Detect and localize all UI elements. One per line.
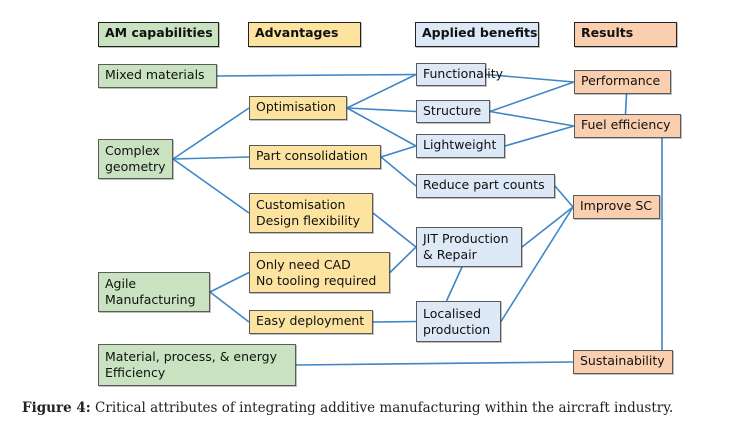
connector-complex-geometry-to-customisation xyxy=(172,158,250,214)
header-am-capabilities: AM capabilities xyxy=(98,22,219,47)
connector-customisation-to-jit xyxy=(372,212,417,248)
connector-performance-to-fuel-efficiency xyxy=(624,93,628,115)
node-complex-geometry-line2: geometry xyxy=(105,159,166,174)
node-only-cad-line1: Only need CAD xyxy=(256,256,351,272)
node-material-efficiency-line1: Material, process, & energy xyxy=(105,349,277,364)
connector-optimisation-to-structure xyxy=(346,107,417,113)
node-only-need-cad: Only need CAD No tooling required xyxy=(249,252,390,293)
node-complex-geometry-line1: Complex xyxy=(105,143,160,158)
connector-easy-deployment-to-localised xyxy=(372,320,417,323)
connector-part-consolidation-to-reduce-part-counts xyxy=(380,156,417,187)
connector-material-efficiency-to-sustainability xyxy=(295,361,574,366)
node-functionality: Functionality xyxy=(416,63,503,86)
connector-optimisation-to-lightweight xyxy=(346,107,417,147)
connector-mixed-materials-to-functionality xyxy=(216,73,417,77)
node-sustainability: Sustainability xyxy=(573,350,673,374)
header-applied-benefits: Applied benefits xyxy=(415,22,539,47)
header-results: Results xyxy=(574,22,677,47)
connector-complex-geometry-to-optimisation xyxy=(172,107,250,160)
node-jit-line2: & Repair xyxy=(423,247,477,262)
connector-jit-to-improve-sc xyxy=(521,206,574,248)
connector-agile-manufacturing-to-only-cad xyxy=(209,271,250,293)
connector-only-cad-to-jit xyxy=(389,246,417,274)
node-fuel-efficiency: Fuel efficiency xyxy=(574,114,681,138)
node-performance: Performance xyxy=(574,70,671,94)
figure-caption-label: Figure 4: xyxy=(22,400,91,416)
node-localised-line2: production xyxy=(423,321,491,337)
node-customisation-design-flexibility: Customisation Design flexibility xyxy=(249,193,373,233)
connector-functionality-to-performance xyxy=(485,73,575,83)
connector-structure-to-fuel-efficiency xyxy=(489,110,575,127)
node-material-efficiency-line2: Efficiency xyxy=(105,365,166,380)
node-agile-manufacturing-line2: Manufacturing xyxy=(105,292,196,307)
node-localised-line1: Localised xyxy=(423,305,482,321)
node-jit-production-repair: JIT Production & Repair xyxy=(416,227,522,267)
connector-lightweight-to-fuel-efficiency xyxy=(504,125,575,147)
figure-caption: Figure 4: Critical attributes of integra… xyxy=(22,400,673,416)
node-lightweight: Lightweight xyxy=(416,134,505,158)
node-customisation-line2: Design flexibility xyxy=(256,213,360,228)
node-material-process-energy-efficiency: Material, process, & energy Efficiency xyxy=(98,344,296,386)
node-improve-sc: Improve SC xyxy=(573,195,660,219)
header-advantages: Advantages xyxy=(248,22,361,47)
node-localised-production: Localised production xyxy=(416,301,501,342)
node-part-consolidation: Part consolidation xyxy=(249,145,381,169)
connector-structure-to-performance xyxy=(489,81,575,113)
connector-optimisation-to-functionality xyxy=(346,73,417,109)
node-mixed-materials: Mixed materials xyxy=(98,64,217,88)
node-agile-manufacturing: Agile Manufacturing xyxy=(98,272,210,312)
node-only-cad-line2: No tooling required xyxy=(256,272,377,288)
connector-reduce-part-counts-to-improve-sc xyxy=(554,185,574,208)
connector-complex-geometry-to-part-consolidation xyxy=(172,156,250,160)
figure-caption-text: Critical attributes of integrating addit… xyxy=(90,400,674,416)
node-agile-manufacturing-line1: Agile xyxy=(105,276,137,291)
connector-agile-manufacturing-to-easy-deployment xyxy=(209,291,250,323)
node-customisation-line1: Customisation xyxy=(256,197,346,212)
node-jit-line1: JIT Production xyxy=(423,231,509,246)
node-easy-deployment: Easy deployment xyxy=(249,310,373,334)
connector-jit-to-localised xyxy=(445,266,463,302)
connector-localised-to-improve-sc xyxy=(500,206,574,322)
node-structure: Structure xyxy=(416,100,490,123)
connector-part-consolidation-to-lightweight xyxy=(380,145,417,158)
node-reduce-part-counts: Reduce part counts xyxy=(416,174,555,198)
node-optimisation: Optimisation xyxy=(249,96,347,120)
node-complex-geometry: Complex geometry xyxy=(98,139,173,179)
